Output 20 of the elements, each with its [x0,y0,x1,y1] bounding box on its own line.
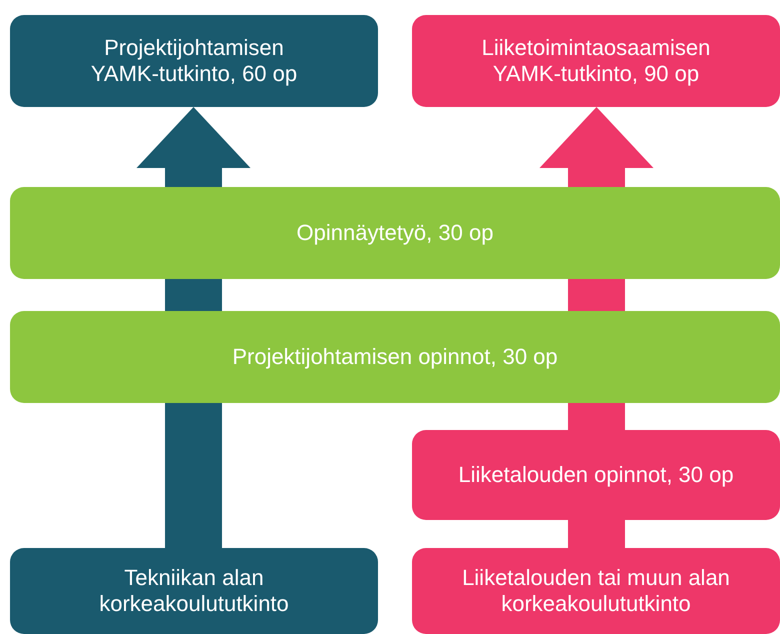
degree-box [10,15,378,107]
connector-band [165,279,222,311]
box-label: Opinnäytetyö, 30 op [296,220,494,246]
connector-band [165,403,222,548]
box-label: Projektijohtamisen opinnot, 30 op [232,344,558,370]
box-label: Tekniikan alan korkeakoulututkinto [98,564,290,618]
box-label: Liiketalouden opinnot, 30 op [458,462,734,488]
connector-band [568,520,625,548]
box-label: Liiketalouden tai muun alan korkeakoulututkinto [461,564,731,618]
study-band [10,187,780,279]
arrow [136,107,250,187]
connector-band [568,279,625,311]
degree-box [412,15,780,107]
degree-box [412,548,780,634]
degree-box [412,430,780,520]
degree-box [10,548,378,634]
study-band [10,311,780,403]
box-label: Liiketoimintaosaamisen YAMK-tutkinto, 90 op [480,34,712,88]
arrow [540,107,654,187]
box-label: Projektijohtamisen YAMK-tutkinto, 60 op [90,34,298,88]
